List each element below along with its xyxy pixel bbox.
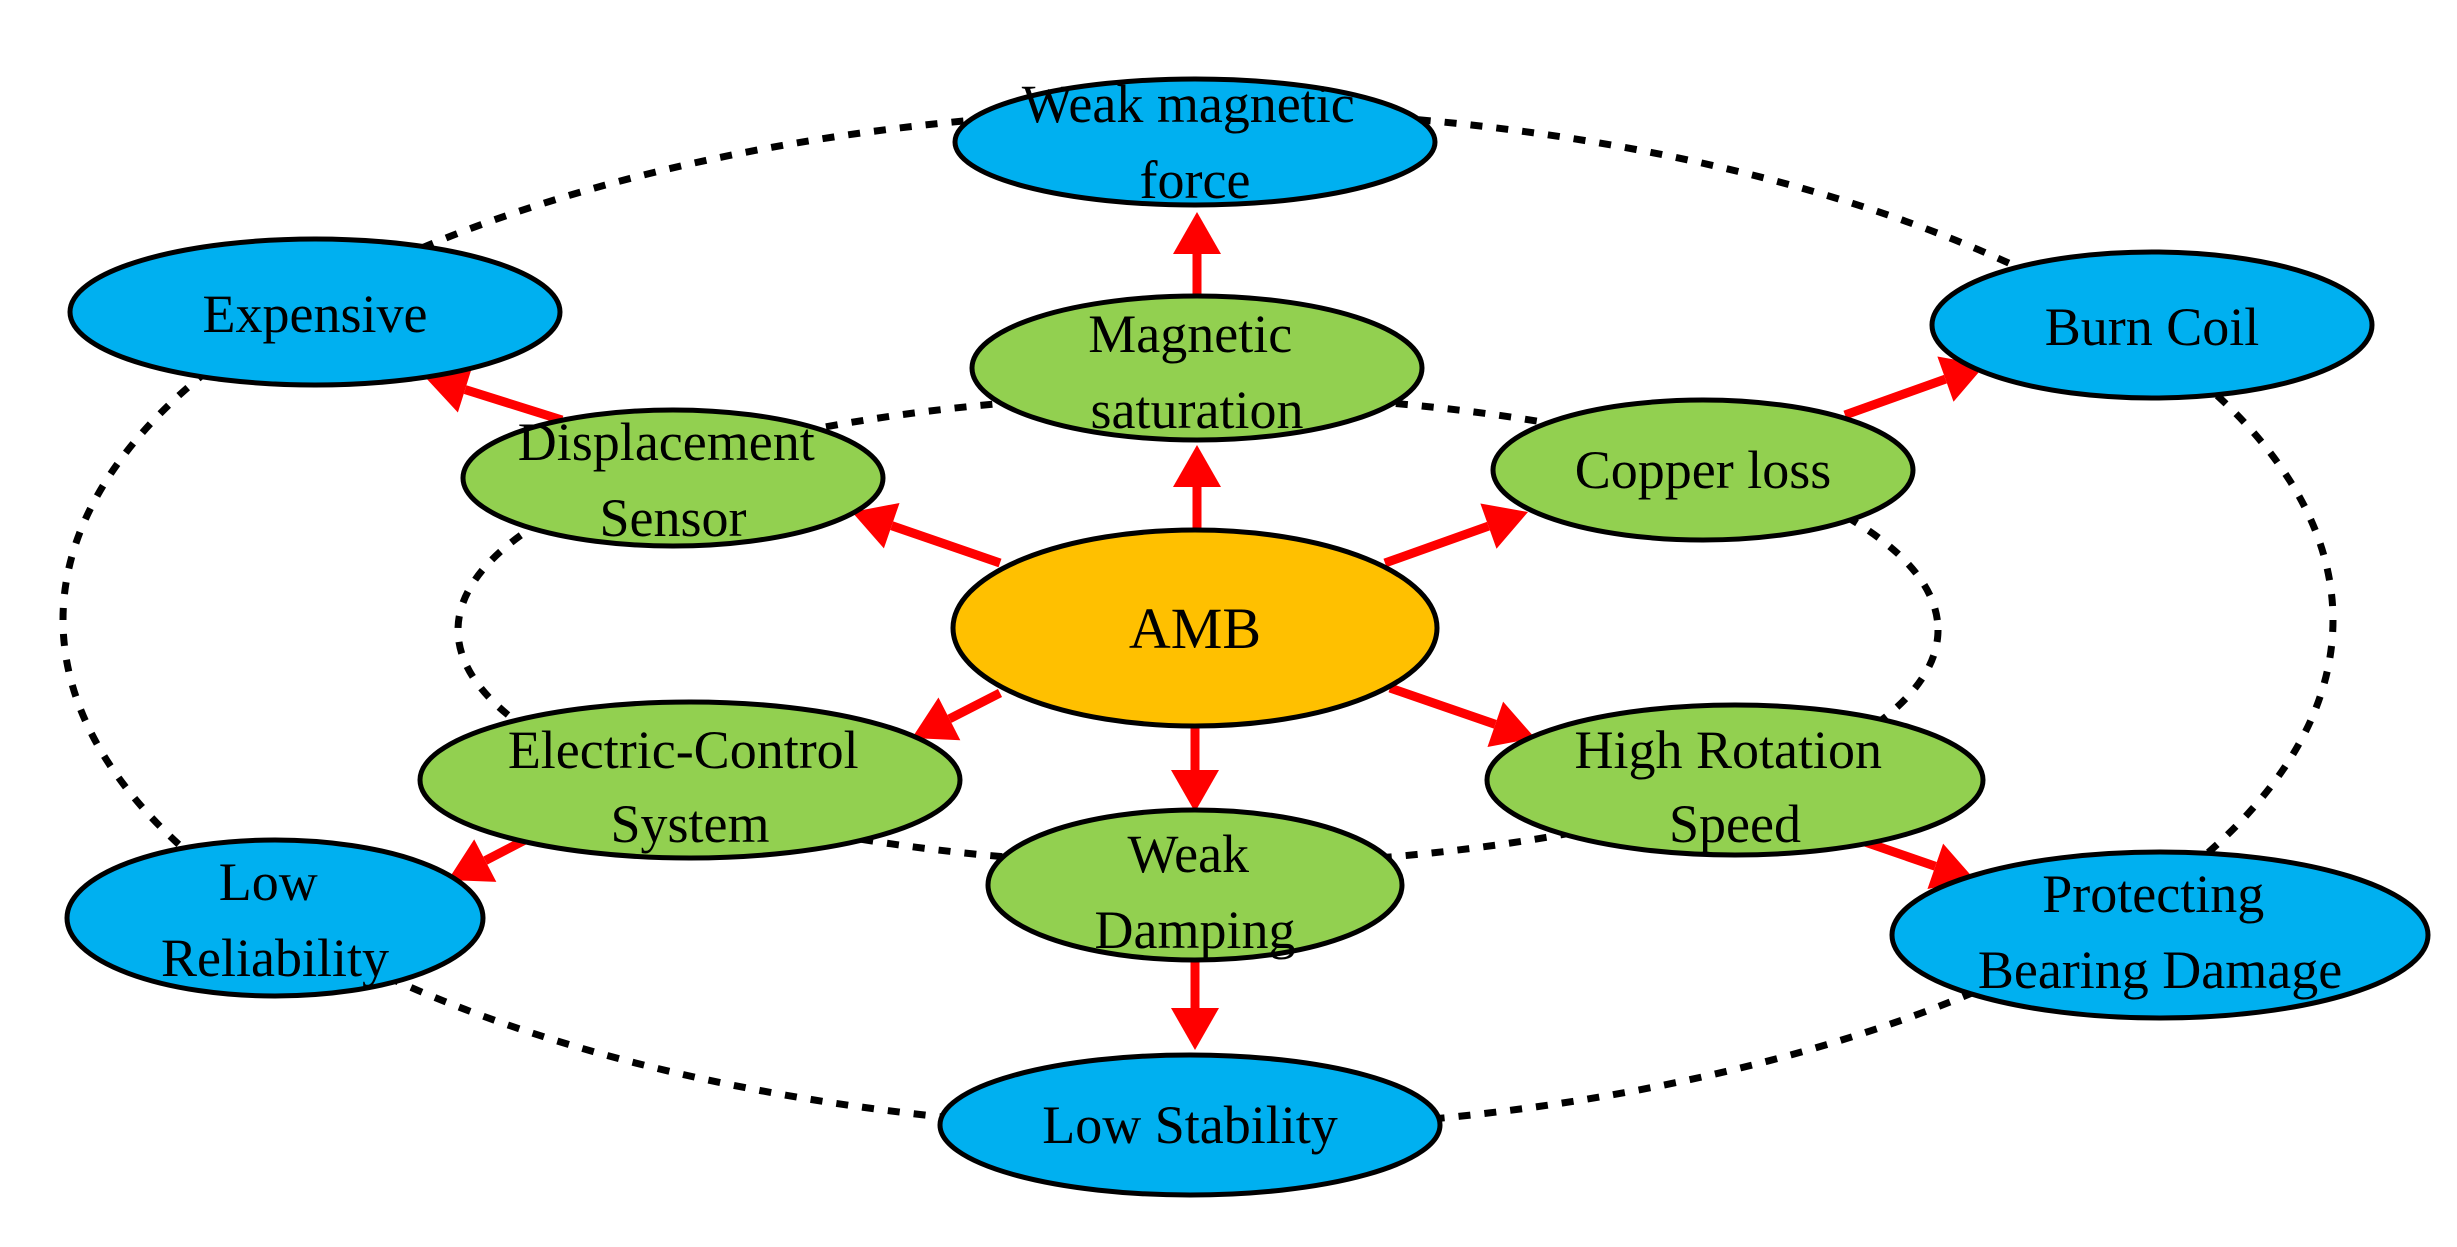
center-node-amb: AMB xyxy=(950,527,1440,729)
inner-node-copper-loss: Copper loss xyxy=(1490,397,1916,543)
inner-node-displacement-sensor: Displacement Sensor xyxy=(460,407,886,549)
outer-label: Burn Coil xyxy=(2045,297,2260,357)
arrowhead-center-to-weak-damping xyxy=(1171,770,1219,812)
inner-label: Displacement Sensor xyxy=(518,412,828,548)
arrow-electric-control-to-low-reliability xyxy=(483,836,528,865)
arrowhead-center-to-displacement-sensor xyxy=(852,502,900,549)
outer-node-low-stability: Low Stability xyxy=(937,1052,1443,1198)
center-ellipse xyxy=(950,527,1440,729)
outer-dashed-ring xyxy=(59,106,2337,1134)
outer-label: Protecting Bearing Damage xyxy=(1978,864,2342,1000)
inner-ellipse xyxy=(1484,702,1986,858)
inner-ellipse xyxy=(1490,397,1916,543)
arrow-center-to-electric-control xyxy=(947,688,1003,723)
inner-label: Magnetic saturation xyxy=(1088,304,1305,440)
outer-node-low-reliability: Low Reliability xyxy=(64,837,486,999)
inner-label: Electric-Control System xyxy=(508,720,872,854)
arrow-center-to-copper-loss xyxy=(1383,521,1490,568)
inner-label: High Rotation Speed xyxy=(1575,720,1896,854)
inner-node-high-rotation-speed: High Rotation Speed xyxy=(1484,702,1986,858)
inner-label: Copper loss xyxy=(1575,440,1832,500)
outer-node-expensive: Expensive xyxy=(67,236,563,388)
outer-node-burn-coil: Burn Coil xyxy=(1929,249,2375,401)
outer-ellipse xyxy=(937,1052,1443,1198)
outer-label: Weak magnetic force xyxy=(1022,74,1369,210)
outer-node-protecting-bearing-damage: Protecting Bearing Damage xyxy=(1889,849,2431,1021)
inner-ellipse xyxy=(985,807,1405,963)
arrowhead-center-to-electric-control xyxy=(912,697,961,741)
outer-ellipse xyxy=(1889,849,2431,1021)
arrowhead-displacement-sensor-to-expensive xyxy=(425,366,473,413)
outer-node-weak-magnetic-force: Weak magnetic force xyxy=(952,74,1438,210)
arrowhead-magnetic-saturation-to-weak-magnetic-force xyxy=(1173,212,1221,254)
arrowhead-center-to-high-rotation xyxy=(1487,701,1535,747)
outer-ellipse xyxy=(67,236,563,388)
arrow-center-to-displacement-sensor xyxy=(890,521,1002,568)
outer-ellipse xyxy=(64,837,486,999)
arrowhead-electric-control-to-low-reliability xyxy=(448,839,497,882)
inner-ellipse xyxy=(417,699,963,861)
inner-node-magnetic-saturation: Magnetic saturation xyxy=(969,293,1425,443)
center-label: AMB xyxy=(1129,596,1261,661)
inner-node-electric-control-system: Electric-Control System xyxy=(417,699,963,861)
arrow-center-to-high-rotation xyxy=(1388,683,1497,729)
arrow-displacement-sensor-to-expensive xyxy=(463,385,564,425)
outer-label: Low Stability xyxy=(1042,1095,1338,1155)
arrowhead-weak-damping-to-low-stability xyxy=(1171,1008,1219,1050)
arrowhead-center-to-copper-loss xyxy=(1480,503,1528,549)
arrowhead-center-to-magnetic-saturation xyxy=(1173,445,1221,487)
arrow-copper-loss-to-burn-coil xyxy=(1843,374,1947,420)
outer-label: Low Reliability xyxy=(161,852,389,988)
inner-label: Weak Damping xyxy=(1095,824,1296,960)
outer-ellipse xyxy=(1929,249,2375,401)
inner-ellipse xyxy=(460,407,886,549)
inner-ellipse xyxy=(969,293,1425,443)
arrow-high-rotation-to-protecting-bearing xyxy=(1863,837,1937,871)
outer-label: Expensive xyxy=(203,284,428,344)
outer-ellipse xyxy=(952,76,1438,208)
inner-node-weak-damping: Weak Damping xyxy=(985,807,1405,963)
